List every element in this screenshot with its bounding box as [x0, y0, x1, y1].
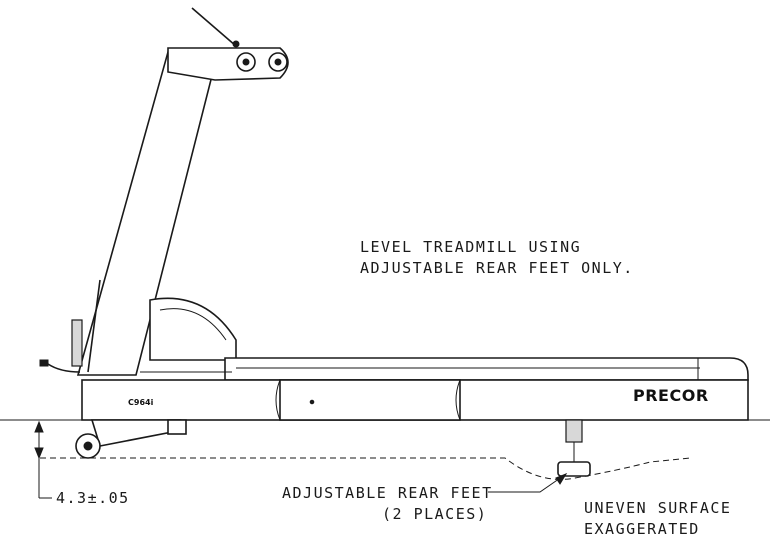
upright-side-bracket	[71, 319, 83, 367]
front-wheel-hub	[83, 441, 93, 451]
console-pulley-left-hub	[242, 58, 250, 66]
frame-cutout	[279, 379, 461, 421]
brand-label: PRECOR	[633, 386, 709, 405]
frame-cutout-right-edge	[455, 379, 461, 421]
dimension-arrow-top	[34, 420, 44, 433]
power-plug	[39, 359, 49, 367]
uneven-surface-line	[40, 457, 691, 480]
motor-hood-detail	[159, 308, 227, 341]
rear-foot-stem	[565, 419, 583, 443]
power-cord	[47, 363, 81, 373]
model-label: C964i	[128, 398, 154, 407]
rear-feet-arrow	[555, 472, 568, 485]
console-cable-clip	[232, 40, 240, 48]
upright-side-tube	[87, 279, 101, 373]
level-note-line-2: ADJUSTABLE REAR FEET ONLY.	[360, 259, 634, 277]
front-bracket-block	[167, 419, 187, 435]
uneven-surface-label-line-1: UNEVEN SURFACE	[584, 499, 732, 517]
rear-feet-label-line-2: (2 PLACES)	[382, 505, 488, 523]
rear-feet-label-line-1: ADJUSTABLE REAR FEET	[282, 484, 493, 502]
frame-bolt	[309, 399, 315, 405]
console-head	[167, 47, 289, 81]
motor-hood	[149, 297, 237, 361]
console-pulley-right-hub	[274, 58, 282, 66]
front-wheel-bracket	[90, 419, 182, 447]
uneven-surface-label-line-2: EXAGGERATED	[584, 520, 700, 538]
dimension-arrow-bottom	[34, 447, 44, 460]
level-note-line-1: LEVEL TREADMILL USING	[360, 238, 582, 256]
dimension-label: 4.3±.05	[56, 489, 130, 507]
rear-feet-leader	[488, 473, 567, 493]
console-cable	[191, 7, 237, 47]
deck-rail	[224, 357, 749, 381]
rear-foot-pad	[557, 461, 591, 477]
frame-cutout-left-edge	[275, 379, 281, 421]
